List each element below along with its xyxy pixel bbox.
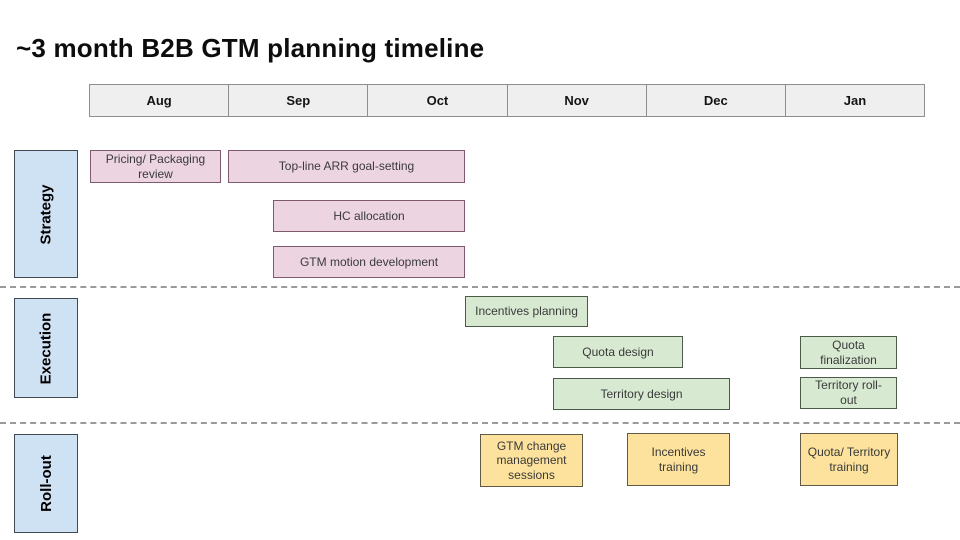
task-gtm-change-management-sessions: GTM change management sessions <box>480 434 583 487</box>
task-territory-roll-out: Territory roll-out <box>800 377 897 409</box>
task-hc-allocation: HC allocation <box>273 200 465 232</box>
task-incentives-training: Incentives training <box>627 433 730 486</box>
page-title: ~3 month B2B GTM planning timeline <box>16 33 485 63</box>
month-cell-dec: Dec <box>647 85 786 116</box>
section-label-strategy: Strategy <box>14 150 78 278</box>
task-pricing-packaging-review: Pricing/ Packaging review <box>90 150 221 183</box>
section-label-rollout-text: Roll-out <box>37 455 55 512</box>
month-cell-nov: Nov <box>508 85 647 116</box>
task-incentives-planning: Incentives planning <box>465 296 588 327</box>
task-quota-design: Quota design <box>553 336 683 368</box>
month-cell-oct: Oct <box>368 85 508 116</box>
month-cell-jan: Jan <box>843 93 867 108</box>
section-label-rollout: Roll-out <box>14 434 78 533</box>
month-cell-aug: Aug <box>90 85 230 116</box>
section-divider-strategy-execution <box>0 286 960 288</box>
task-quota-finalization: Quota finalization <box>800 336 897 369</box>
task-quota-territory-training: Quota/ Territory training <box>800 433 898 486</box>
month-header: Aug Sep Oct Nov Dec Jan <box>89 84 925 117</box>
section-label-execution-text: Execution <box>37 312 55 384</box>
task-territory-design: Territory design <box>553 378 730 410</box>
section-label-strategy-text: Strategy <box>37 183 55 245</box>
task-gtm-motion-development: GTM motion development <box>273 246 465 278</box>
month-cell-sep: Sep <box>229 85 369 116</box>
task-topline-arr-goal-setting: Top-line ARR goal-setting <box>228 150 465 183</box>
section-label-execution: Execution <box>14 298 78 398</box>
section-divider-execution-rollout <box>0 422 960 424</box>
